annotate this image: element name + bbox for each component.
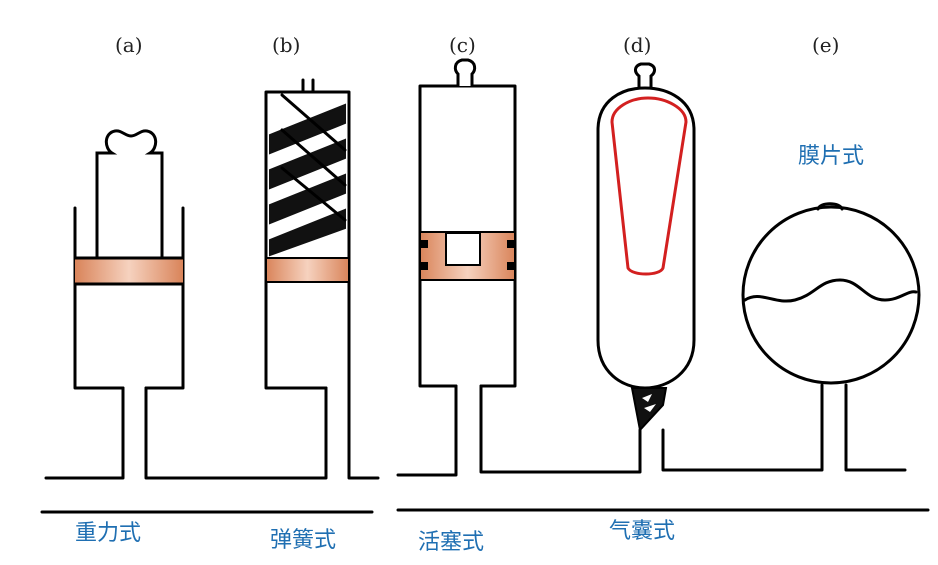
type-label-diaphragm: 膜片式: [798, 144, 864, 169]
piston-center-hole: [445, 232, 481, 266]
diaphragm-top-port: [816, 202, 844, 211]
diaphragm-accumulator: [741, 202, 921, 385]
weight-block: [95, 129, 164, 258]
piston-accumulator: [418, 58, 517, 388]
bottom-pipe: [44, 386, 380, 480]
spring-accumulator: [264, 78, 351, 390]
type-label-bladder: 气囊式: [609, 519, 675, 544]
spring-cylinder: [264, 90, 351, 390]
piston-top-port: [453, 58, 477, 86]
diaphragm-membrane: [743, 278, 918, 303]
bladder-shell: [596, 86, 696, 390]
spring-coils: [269, 103, 346, 257]
panel-label-e: (e): [812, 33, 839, 57]
bladder-top-port: [634, 62, 656, 88]
panel-label-b: (b): [272, 33, 300, 57]
bottom-pipe-right: [396, 383, 907, 477]
type-label-gravity: 重力式: [75, 521, 141, 546]
spring-top-stem: [301, 78, 315, 94]
gravity-piston: [75, 258, 183, 284]
type-label-piston: 活塞式: [418, 530, 484, 555]
diaphragm-shell: [741, 205, 921, 385]
bladder-accumulator: [596, 62, 696, 433]
spring-piston: [265, 257, 350, 283]
bladder-outline: [610, 96, 688, 276]
gravity-accumulator: [73, 129, 185, 390]
panel-label-a: (a): [115, 33, 143, 57]
panel-label-d: (d): [623, 33, 651, 57]
panel-label-c: (c): [449, 33, 476, 57]
type-label-spring: 弹簧式: [270, 528, 336, 553]
